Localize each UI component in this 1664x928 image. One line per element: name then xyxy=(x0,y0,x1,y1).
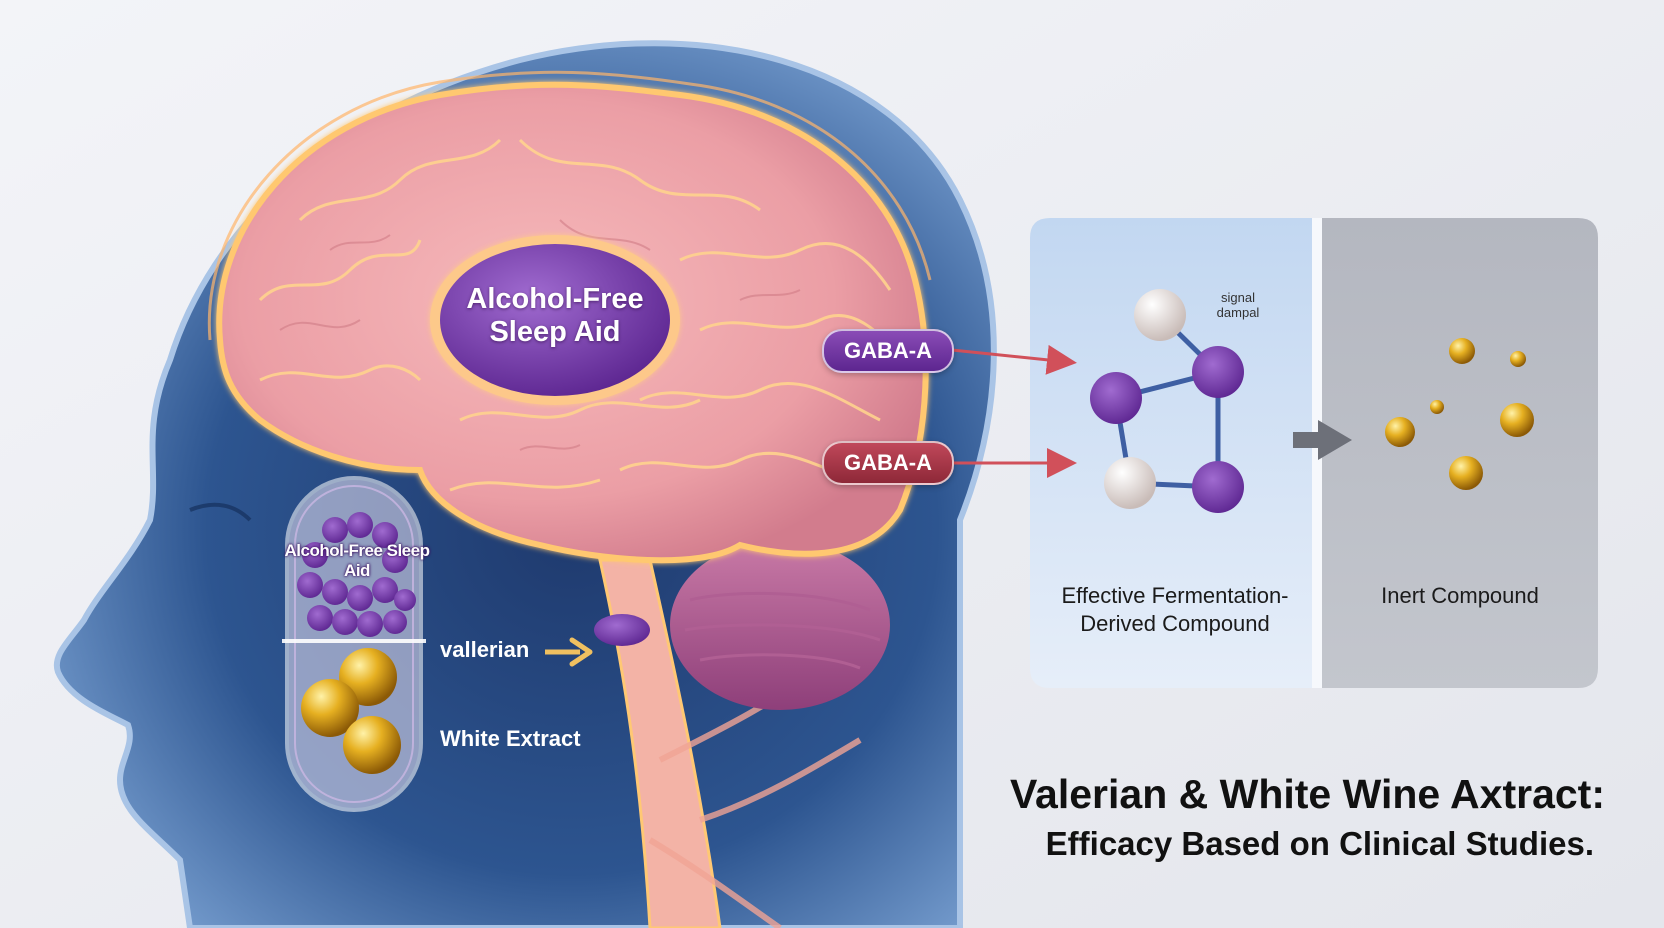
molecule-icon xyxy=(1090,289,1244,513)
thalamus-node xyxy=(594,614,650,646)
brain-stem xyxy=(598,558,722,928)
valerian-label: vallerian xyxy=(440,637,530,662)
arrow-right-icon xyxy=(951,344,1077,375)
brain-icon xyxy=(207,70,932,564)
gaba-receptor-badge: GABA-A xyxy=(822,441,954,485)
capsule-icon xyxy=(282,476,426,812)
arrow-right-icon xyxy=(1293,420,1352,460)
effective-compound-label: Effective Fermentation-Derived Compound xyxy=(1061,583,1289,636)
comparison-panels xyxy=(1030,218,1598,688)
gold-particle-icon xyxy=(1385,338,1534,490)
inert-compound-label: Inert Compound xyxy=(1381,583,1539,608)
signal-note: signal dampal xyxy=(1216,290,1260,320)
panel-divider xyxy=(1312,218,1322,688)
page-title: Valerian & White Wine Axtract: xyxy=(1009,771,1605,817)
white-extract-label: White Extract xyxy=(440,726,581,751)
page-subtitle: Efficacy Based on Clinical Studies. xyxy=(1045,825,1594,862)
gaba-receptor-badge: GABA-A xyxy=(822,329,954,373)
effective-panel xyxy=(1030,218,1312,688)
capsule-label: Alcohol-Free Sleep Aid xyxy=(284,541,430,580)
inert-panel xyxy=(1322,218,1598,688)
brain-region-label: Alcohol-Free Sleep Aid xyxy=(466,283,644,348)
